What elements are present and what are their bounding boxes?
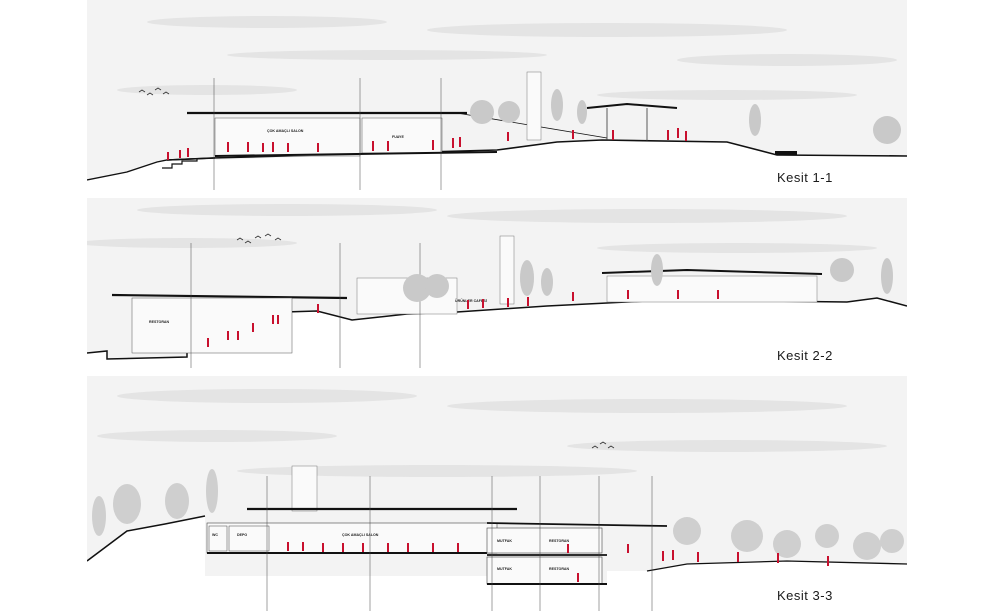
room-label: MUTFAK [497,567,512,571]
sky-clouds [117,16,897,100]
building-3-3: WC DEPO ÇOK AMAÇLI SALON MUTFAK RESTORAN… [206,465,668,585]
section-axes [213,78,442,190]
ground [87,516,907,615]
ground [87,140,907,195]
trees [470,89,901,144]
section-caption: Kesit 3-3 [777,588,833,603]
section-axes [266,476,653,611]
section-1-1-panel: ÇOK AMAÇLI SALON FUAYE [87,0,907,195]
section-axes [190,243,421,368]
trees [92,469,904,560]
birds-icon [138,87,170,96]
building-2-2: RESTORAN ÜRÜNLER CAFESİ [111,235,823,354]
section-3-3-drawing: WC DEPO ÇOK AMAÇLI SALON MUTFAK RESTORAN… [87,389,907,615]
building-1-1: ÇOK AMAÇLI SALON FUAYE [162,71,797,169]
room-label: DEPO [237,533,247,537]
svg-text:ÇOK AMAÇLI SALON: ÇOK AMAÇLI SALON [267,129,304,133]
people-figures [167,128,687,160]
people-figures [207,290,719,347]
room-label: RESTORAN [549,567,570,571]
room-label: WC [212,533,218,537]
room-label: RESTORAN [549,539,570,543]
section-caption: Kesit 2-2 [777,348,833,363]
svg-text:RESTORAN: RESTORAN [149,320,170,324]
section-caption: Kesit 1-1 [777,170,833,185]
sky-clouds [97,389,887,477]
section-2-2-panel: RESTORAN ÜRÜNLER CAFESİ Kesit 2-2 [87,198,907,373]
birds-icon [236,233,282,244]
section-3-3-panel: WC DEPO ÇOK AMAÇLI SALON MUTFAK RESTORAN… [87,376,907,615]
svg-text:FUAYE: FUAYE [392,135,404,139]
trees [403,254,893,302]
people-figures [287,542,829,582]
section-2-2-drawing: RESTORAN ÜRÜNLER CAFESİ [87,204,907,373]
room-label: MUTFAK [497,539,512,543]
sky-clouds [87,204,877,253]
birds-icon [591,441,615,449]
room-label: ÇOK AMAÇLI SALON [342,533,379,537]
section-1-1-drawing: ÇOK AMAÇLI SALON FUAYE [87,16,907,195]
svg-text:ÜRÜNLER CAFESİ: ÜRÜNLER CAFESİ [455,298,487,303]
